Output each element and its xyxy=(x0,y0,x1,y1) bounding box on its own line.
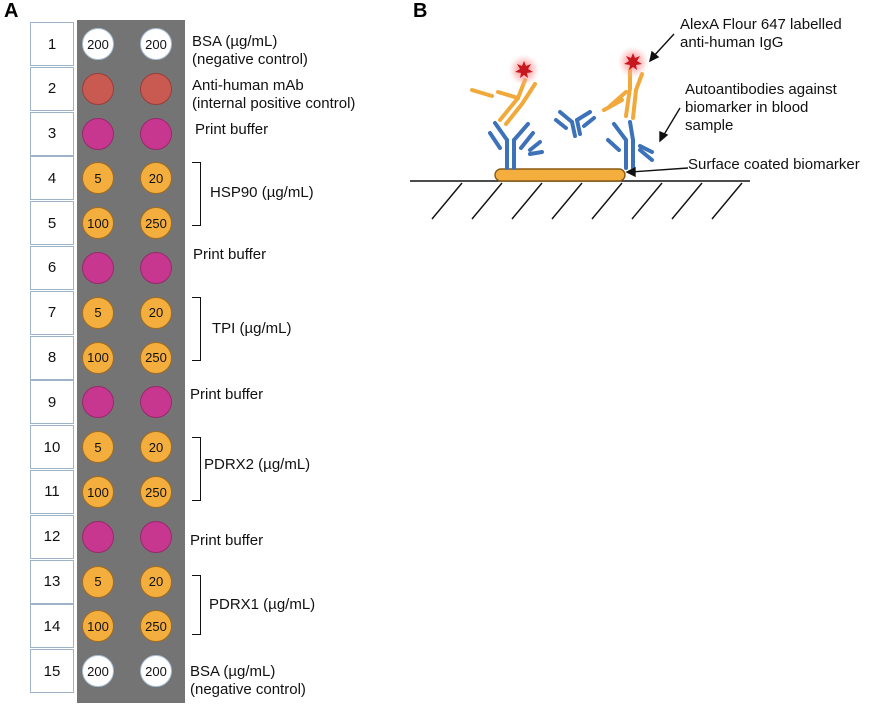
spot-row9-left xyxy=(82,386,114,419)
tpi-label: TPI (µg/mL) xyxy=(212,320,292,337)
spot-row10-right: 20 xyxy=(140,431,172,464)
spot-row12-left xyxy=(82,520,114,553)
spot-row15-left: 200 xyxy=(82,655,114,688)
tpi-bracket xyxy=(192,297,201,361)
autoantibody-label-line3: sample xyxy=(685,117,734,134)
autoantibody-label-line1: Autoantibodies against xyxy=(685,81,837,98)
bsa-bottom-label: BSA (µg/mL) (negative control) xyxy=(190,663,306,699)
spot-row6-left xyxy=(82,252,114,284)
spot-row12-right xyxy=(140,520,172,553)
substrate-hatching xyxy=(431,182,743,220)
autoantibody-label-line2: biomarker in blood xyxy=(685,99,809,116)
row-number-3: 3 xyxy=(30,111,74,156)
spot-row2-right xyxy=(140,72,172,105)
row-number-9: 9 xyxy=(30,380,74,425)
spot-row3-right xyxy=(140,117,172,150)
row-number-10: 10 xyxy=(30,425,74,470)
alexa-label-line1: AlexA Flour 647 labelled xyxy=(680,16,842,33)
spot-row2-left xyxy=(82,72,114,105)
print-buffer-label-12: Print buffer xyxy=(190,532,264,549)
free-autoantibody xyxy=(554,110,596,138)
spot-row4-left: 5 xyxy=(82,162,114,195)
panel-a-letter: A xyxy=(4,0,19,22)
fluorophore-star-left xyxy=(515,61,533,78)
row-number-8: 8 xyxy=(30,335,74,380)
microarray-strip: 200 200 5 20 100 250 5 20 100 250 5 20 100 250 5 20 100 2… xyxy=(77,20,185,703)
pdrx2-label: PDRX2 (µg/mL) xyxy=(204,456,311,473)
surface-biomarker-bar xyxy=(494,168,626,182)
spot-row4-right: 20 xyxy=(140,162,172,195)
spot-row10-left: 5 xyxy=(82,431,114,464)
spot-row1-left: 200 xyxy=(82,28,114,60)
alexa-label: AlexA Flour 647 labelled anti-human IgG xyxy=(680,16,842,52)
spot-row5-left: 100 xyxy=(82,207,114,240)
spot-row8-right: 250 xyxy=(140,341,172,374)
spot-row14-right: 250 xyxy=(140,610,172,643)
row-number-15: 15 xyxy=(30,649,74,694)
row-number-7: 7 xyxy=(30,290,74,335)
spot-row7-right: 20 xyxy=(140,296,172,329)
print-buffer-label-6: Print buffer xyxy=(193,246,267,263)
spot-row7-left: 5 xyxy=(82,296,114,329)
antibody-fragment xyxy=(528,140,544,156)
print-buffer-label-3: Print buffer xyxy=(195,121,269,138)
row-number-13: 13 xyxy=(30,559,74,604)
row-number-14: 14 xyxy=(30,604,74,649)
autoantibody-left xyxy=(488,121,535,170)
autoantibody-right xyxy=(606,120,654,170)
annotation-arrows xyxy=(625,33,689,178)
spot-row11-right: 250 xyxy=(140,476,172,508)
spot-row8-left: 100 xyxy=(82,341,114,374)
spot-row15-right: 200 xyxy=(140,655,172,688)
assay-schematic xyxy=(410,33,750,220)
fluorophore-star-right xyxy=(624,53,642,70)
pdrx1-bracket xyxy=(192,575,201,635)
surface-biomarker-label: Surface coated biomarker xyxy=(688,156,860,173)
spot-row14-left: 100 xyxy=(82,610,114,643)
row-number-12: 12 xyxy=(30,514,74,559)
spot-row5-right: 250 xyxy=(140,207,172,240)
spot-row13-left: 5 xyxy=(82,565,114,598)
hsp90-label: HSP90 (µg/mL) xyxy=(210,184,314,201)
bsa-top-label-line1: BSA (µg/mL) xyxy=(192,33,278,50)
secondary-antibody-left xyxy=(470,78,537,126)
bsa-top-label: BSA (µg/mL) (negative control) xyxy=(192,33,308,69)
row-number-1: 1 xyxy=(30,22,74,66)
spot-row9-right xyxy=(140,386,172,419)
alexa-label-line2: anti-human IgG xyxy=(680,34,784,51)
row-number-2: 2 xyxy=(30,66,74,111)
mab-label-line2: (internal positive control) xyxy=(192,95,356,112)
bsa-bottom-label-line1: BSA (µg/mL) xyxy=(190,663,276,680)
spot-row6-right xyxy=(140,252,172,284)
print-buffer-label-9: Print buffer xyxy=(190,386,264,403)
spot-row1-right: 200 xyxy=(140,28,172,60)
spot-row11-left: 100 xyxy=(82,476,114,508)
spot-row13-right: 20 xyxy=(140,565,172,598)
pdrx1-label: PDRX1 (µg/mL) xyxy=(209,596,316,613)
row-number-11: 11 xyxy=(30,469,74,514)
row-number-5: 5 xyxy=(30,201,74,246)
bsa-top-label-line2: (negative control) xyxy=(192,51,308,68)
row-number-4: 4 xyxy=(30,156,74,201)
secondary-antibody-right xyxy=(602,68,644,120)
row-number-6: 6 xyxy=(30,245,74,290)
mab-label: Anti-human mAb (internal positive contro… xyxy=(192,77,355,113)
hsp90-bracket xyxy=(192,162,201,226)
panel-b-letter: B xyxy=(413,0,428,22)
pdrx2-bracket xyxy=(192,437,201,501)
spot-row3-left xyxy=(82,117,114,150)
bsa-bottom-label-line2: (negative control) xyxy=(190,681,306,698)
mab-label-line1: Anti-human mAb xyxy=(192,77,304,94)
autoantibody-label: Autoantibodies against biomarker in bloo… xyxy=(685,81,837,135)
